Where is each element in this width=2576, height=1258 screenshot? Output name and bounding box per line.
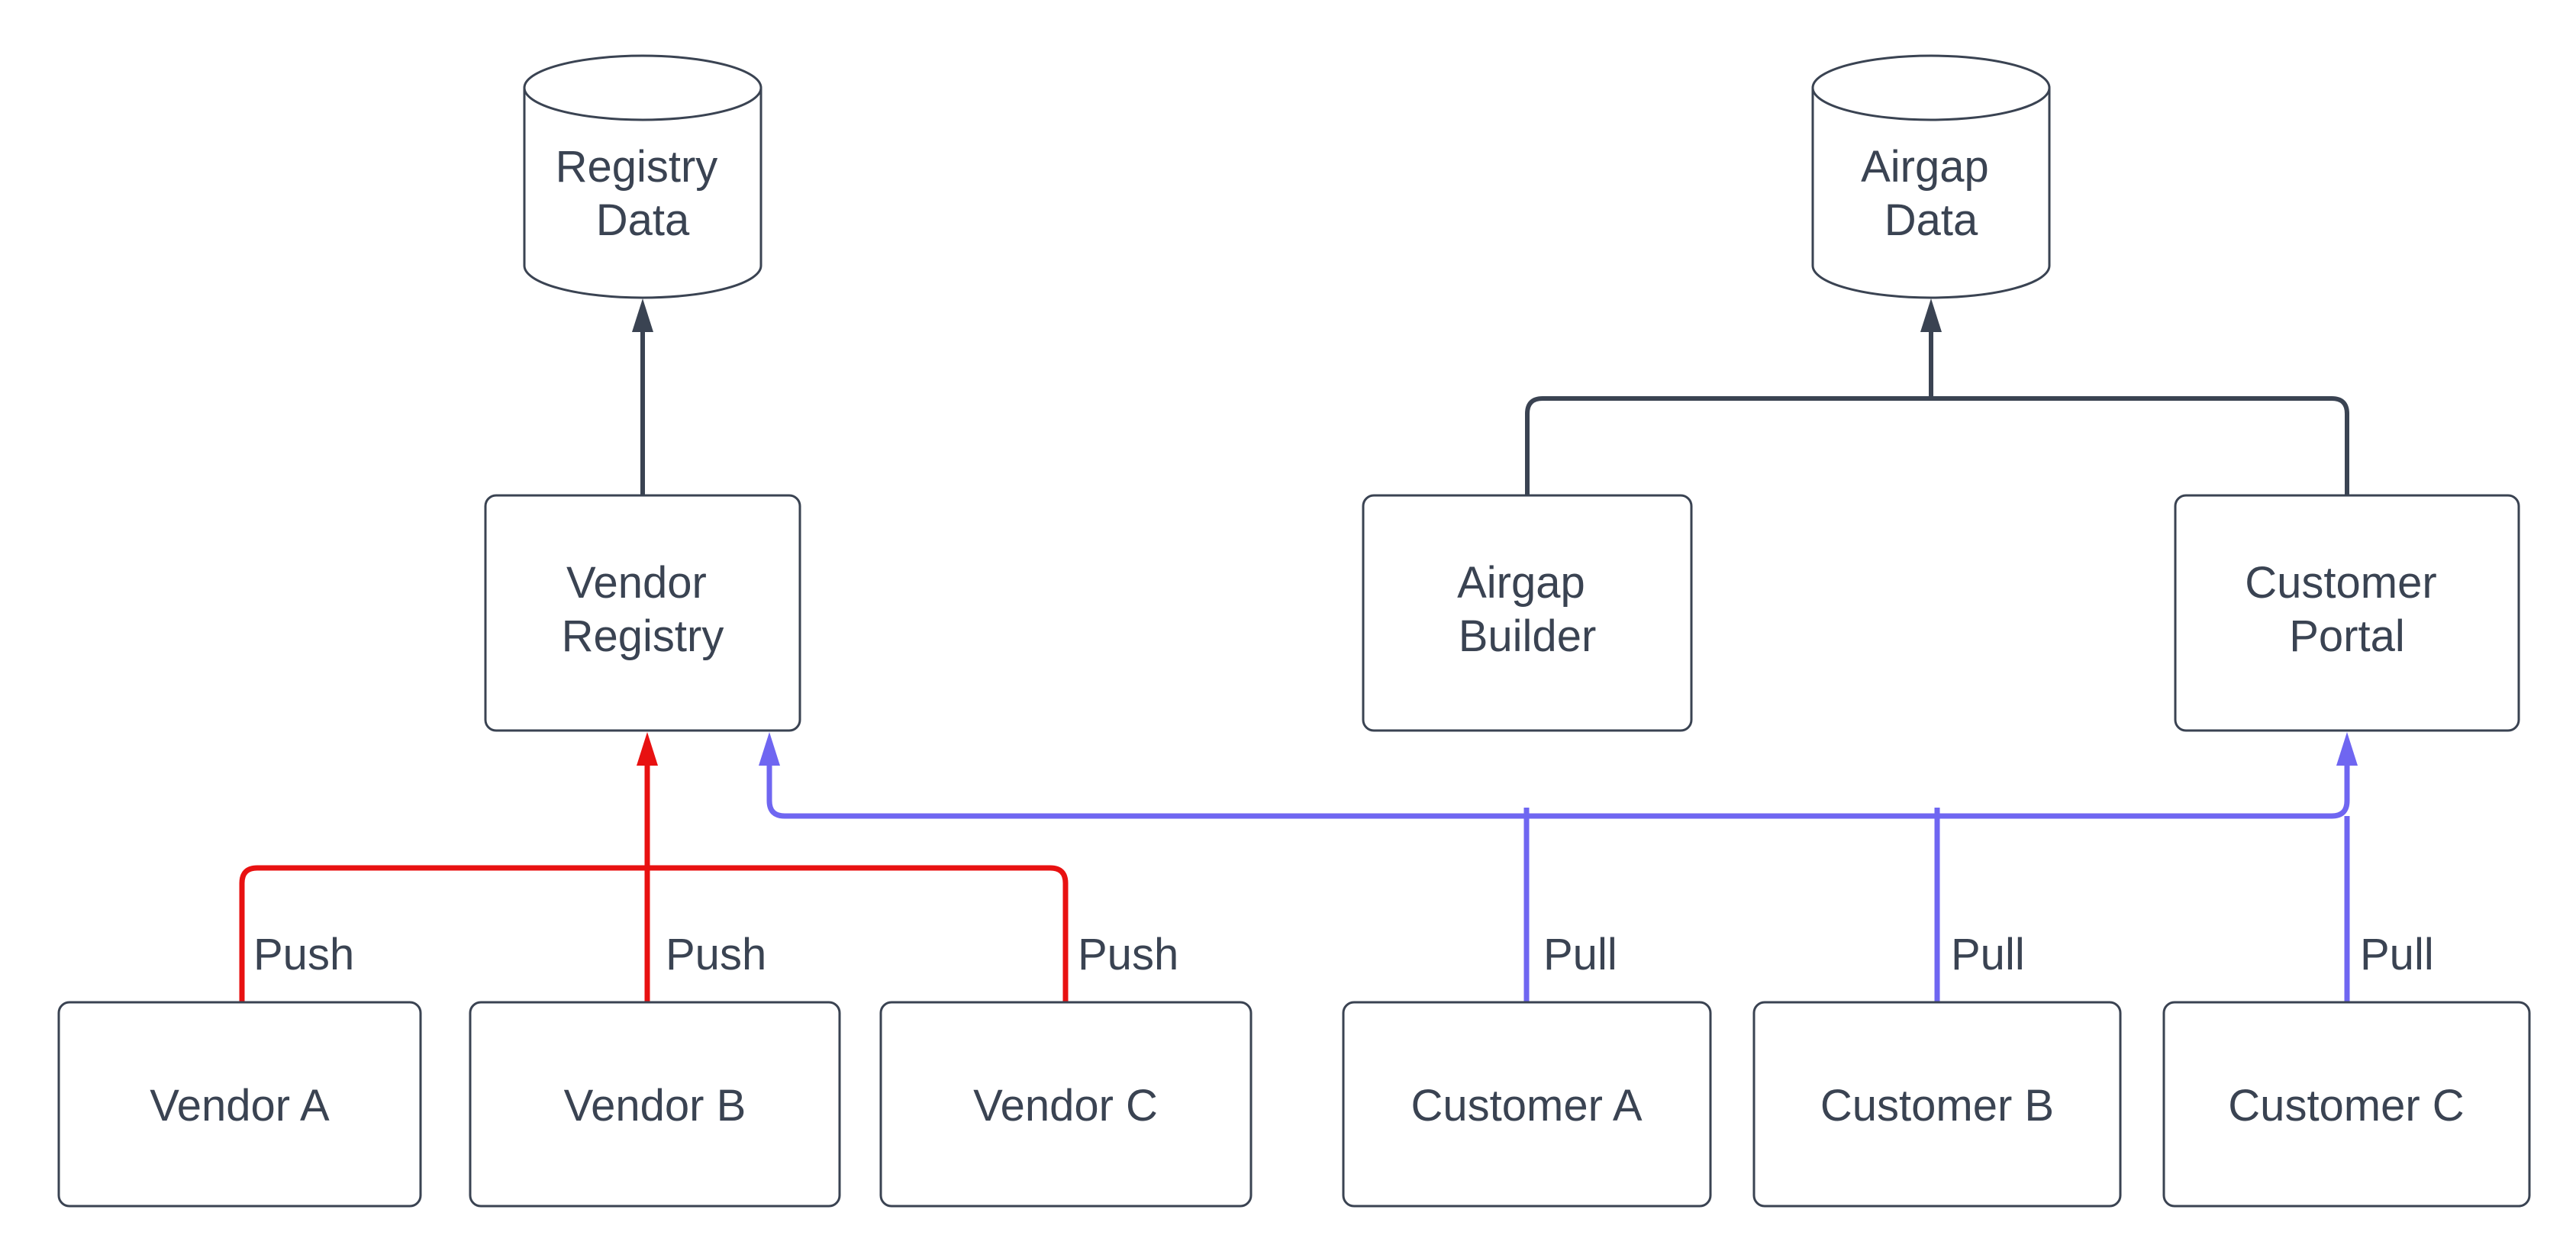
push-edges [239, 732, 1069, 1002]
edge-pull-trunk [766, 762, 2350, 819]
edge-label-push-vendor-c: Push [1078, 930, 1178, 979]
node-label-customer-b: Customer B [1820, 1081, 2054, 1131]
label-line: Customer A [1411, 1081, 1643, 1131]
node-label-customer-a: Customer A [1411, 1081, 1643, 1131]
node-label-customer-portal: Customer Portal [2245, 558, 2449, 661]
node-customer-b: Customer B [1752, 1001, 2122, 1208]
node-customer-a: Customer A [1342, 1001, 1712, 1208]
arrowhead-into-airgap-data [1920, 298, 1942, 332]
arrowhead-into-registry-data [632, 298, 653, 332]
edge-label-push-vendor-a: Push [253, 930, 354, 979]
cylinder-body [523, 88, 762, 299]
edge-label-push-vendor-b: Push [666, 930, 766, 979]
pull-edges [759, 732, 2358, 1002]
node-label-customer-c: Customer C [2228, 1081, 2464, 1131]
arrowhead-push-into-vendor-registry [637, 732, 658, 766]
label-line: Customer C [2228, 1081, 2464, 1131]
node-label-vendor-a: Vendor A [150, 1081, 330, 1131]
node-vendor-b: Vendor B [469, 1001, 841, 1208]
edge-label-pull-customer-b: Pull [1951, 930, 2025, 979]
label-line: Vendor B [564, 1081, 746, 1131]
node-box [1342, 1001, 1712, 1208]
label-line: Vendor [566, 558, 707, 608]
label-line: Vendor C [973, 1081, 1158, 1131]
node-vendor-c: Vendor C [879, 1001, 1253, 1208]
node-label-airgap-builder: Airgap Builder [1457, 558, 1598, 661]
edge-labels: Push Push Push Pull Pull Pull [253, 930, 2434, 979]
node-label-vendor-b: Vendor B [564, 1081, 746, 1131]
label-line: Builder [1459, 611, 1597, 661]
label-line: Data [596, 195, 690, 245]
node-box [57, 1001, 422, 1208]
label-line: Data [1884, 195, 1978, 245]
label-line: Registry [562, 611, 724, 661]
node-customer-portal: Customer Portal [2174, 494, 2520, 732]
label-line: Customer B [1820, 1081, 2054, 1131]
arrowhead-pull-into-vendor-registry [759, 732, 780, 766]
node-box [2162, 1001, 2531, 1208]
cylinder-top [523, 54, 762, 121]
cylinder-top [1811, 54, 2051, 121]
label-line: Portal [2289, 611, 2405, 661]
node-customer-c: Customer C [2162, 1001, 2531, 1208]
arrowhead-pull-into-customer-portal [2336, 732, 2358, 766]
node-vendor-a: Vendor A [57, 1001, 422, 1208]
node-box [1362, 494, 1693, 732]
node-label-registry-data: Registry Data [556, 142, 730, 245]
cylinder-body [1811, 88, 2051, 299]
node-label-vendor-c: Vendor C [973, 1081, 1158, 1131]
node-box [484, 494, 801, 732]
ink-edges [632, 298, 2349, 495]
node-box [879, 1001, 1253, 1208]
node-label-airgap-data: Airgap Data [1861, 142, 2001, 245]
label-line: Registry [556, 142, 718, 192]
label-line: Customer [2245, 558, 2436, 608]
node-airgap-builder: Airgap Builder [1362, 494, 1693, 732]
edge-label-pull-customer-a: Pull [1543, 930, 1617, 979]
node-box [1752, 1001, 2122, 1208]
label-line: Vendor A [150, 1081, 330, 1131]
edge-airgap-builder-customer-portal-combine [1525, 396, 2349, 495]
label-line: Airgap [1457, 558, 1585, 608]
edge-push-trunk [239, 865, 1069, 1002]
node-airgap-data: Airgap Data [1811, 54, 2051, 299]
node-label-vendor-registry: Vendor Registry [562, 558, 724, 661]
node-box [469, 1001, 841, 1208]
node-registry-data: Registry Data [523, 54, 762, 299]
label-line: Airgap [1861, 142, 1989, 192]
node-box [2174, 494, 2520, 732]
node-vendor-registry: Vendor Registry [484, 494, 801, 732]
edge-label-pull-customer-c: Pull [2360, 930, 2434, 979]
